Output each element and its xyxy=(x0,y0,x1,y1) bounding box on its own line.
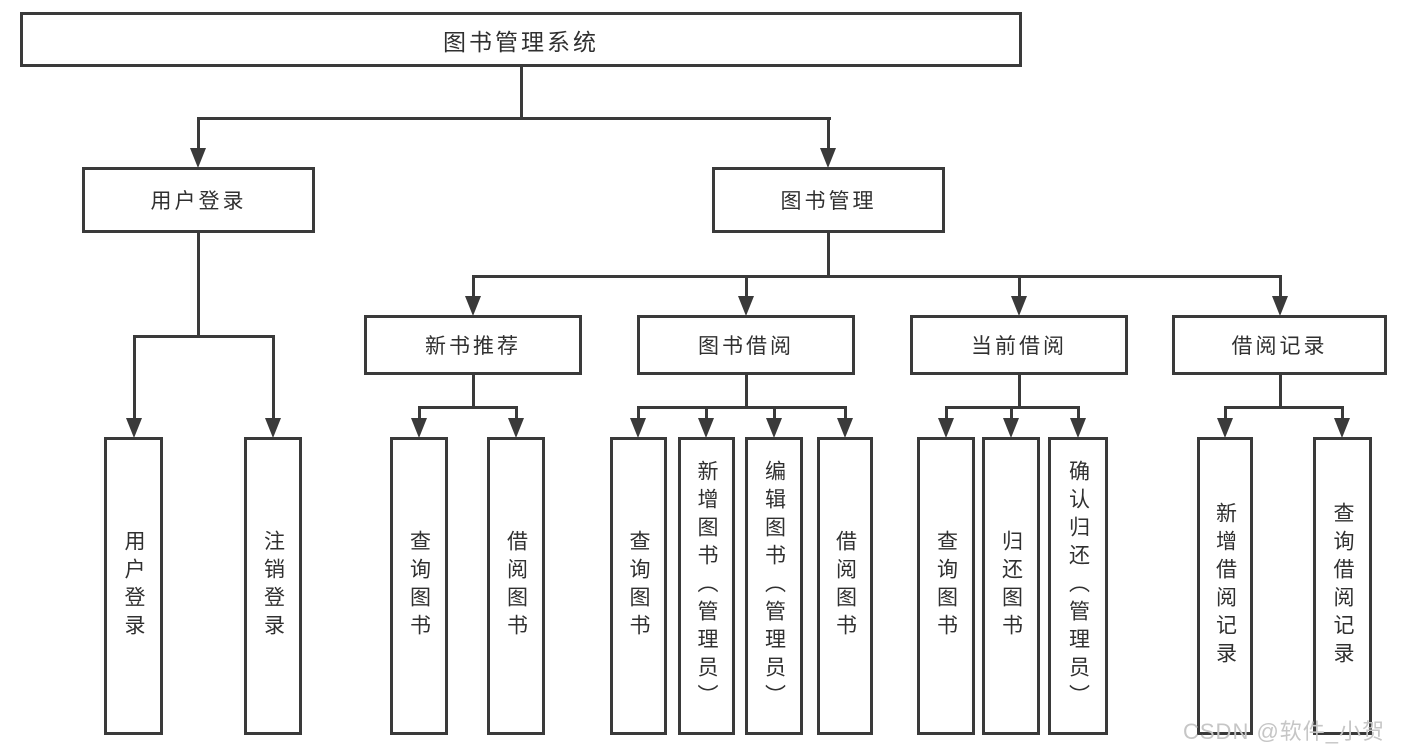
arrow-down-icon xyxy=(1217,418,1233,438)
arrow-down-icon xyxy=(820,148,836,168)
leaf-borrow-add-book-admin: 新增图书（管理员） xyxy=(678,437,735,735)
connector-line xyxy=(827,117,830,151)
connector-line xyxy=(745,374,748,409)
leaf-recommend-borrow-book: 借阅图书 xyxy=(487,437,545,735)
connector-line xyxy=(637,406,847,409)
arrow-down-icon xyxy=(837,418,853,438)
connector-line xyxy=(745,275,748,299)
connector-line xyxy=(1341,406,1344,421)
node-root: 图书管理系统 xyxy=(20,12,1022,67)
connector-line xyxy=(472,374,475,409)
node-book-borrow: 图书借阅 xyxy=(637,315,855,375)
arrow-down-icon xyxy=(265,418,281,438)
connector-line xyxy=(1279,275,1282,299)
arrow-down-icon xyxy=(1272,296,1288,316)
node-current-borrow: 当前借阅 xyxy=(910,315,1128,375)
node-user-login: 用户登录 xyxy=(82,167,315,233)
arrow-down-icon xyxy=(738,296,754,316)
connector-line xyxy=(418,406,421,421)
arrow-down-icon xyxy=(630,418,646,438)
csdn-watermark: CSDN @软件_小贺同学 xyxy=(1183,719,1386,744)
arrow-down-icon xyxy=(465,296,481,316)
connector-line xyxy=(1018,275,1021,299)
connector-line xyxy=(1010,406,1013,421)
arrow-down-icon xyxy=(1011,296,1027,316)
leaf-user-login: 用户登录 xyxy=(104,437,163,735)
leaf-borrow-borrow-book: 借阅图书 xyxy=(817,437,873,735)
connector-line xyxy=(418,406,518,409)
arrow-down-icon xyxy=(411,418,427,438)
node-book-management: 图书管理 xyxy=(712,167,945,233)
connector-line xyxy=(1077,406,1080,421)
node-borrow-record: 借阅记录 xyxy=(1172,315,1387,375)
leaf-logout: 注销登录 xyxy=(244,437,302,735)
arrow-down-icon xyxy=(1003,418,1019,438)
connector-line xyxy=(272,335,275,419)
connector-line xyxy=(773,406,776,421)
connector-line xyxy=(472,275,1282,278)
connector-line xyxy=(133,335,275,338)
connector-line xyxy=(472,275,475,299)
connector-line xyxy=(520,65,523,119)
leaf-record-query: 查询借阅记录 xyxy=(1313,437,1372,735)
leaf-current-query-book: 查询图书 xyxy=(917,437,975,735)
connector-line xyxy=(1224,406,1344,409)
leaf-recommend-query-book: 查询图书 xyxy=(390,437,448,735)
leaf-current-confirm-return-admin: 确认归还（管理员） xyxy=(1048,437,1108,735)
arrow-down-icon xyxy=(698,418,714,438)
leaf-borrow-query-book: 查询图书 xyxy=(610,437,667,735)
connector-line xyxy=(197,117,200,151)
leaf-borrow-edit-book-admin: 编辑图书（管理员） xyxy=(745,437,803,735)
connector-line xyxy=(197,117,831,120)
leaf-current-return-book: 归还图书 xyxy=(982,437,1040,735)
arrow-down-icon xyxy=(766,418,782,438)
arrow-down-icon xyxy=(190,148,206,168)
leaf-record-add: 新增借阅记录 xyxy=(1197,437,1253,735)
connector-line xyxy=(1279,374,1282,409)
connector-line xyxy=(197,233,200,337)
connector-line xyxy=(945,406,948,421)
connector-line xyxy=(827,233,830,278)
connector-line xyxy=(705,406,708,421)
arrow-down-icon xyxy=(1070,418,1086,438)
connector-line xyxy=(637,406,640,421)
arrow-down-icon xyxy=(1334,418,1350,438)
arrow-down-icon xyxy=(938,418,954,438)
connector-line xyxy=(1018,374,1021,409)
arrow-down-icon xyxy=(508,418,524,438)
node-new-book-recommend: 新书推荐 xyxy=(364,315,582,375)
connector-line xyxy=(844,406,847,421)
connector-line xyxy=(515,406,518,421)
connector-line xyxy=(133,335,136,419)
arrow-down-icon xyxy=(126,418,142,438)
connector-line xyxy=(1224,406,1227,421)
